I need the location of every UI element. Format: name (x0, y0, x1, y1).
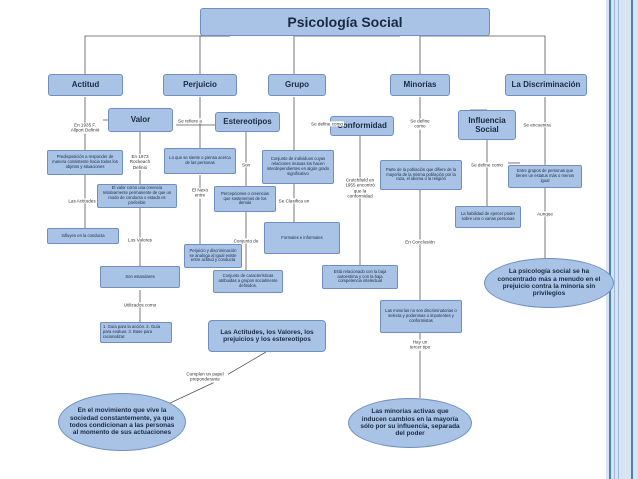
node-valor: Valor (108, 108, 173, 132)
box-lo-que-se-siente: Lo que se siente o piensa acerca de las … (164, 148, 236, 174)
box-percepciones: Percepciones o creencias que sostenemos … (214, 186, 276, 212)
label-son: Son (240, 162, 252, 168)
label-los-valores: Los Valores (127, 237, 153, 243)
node-perjuicio: Perjuicio (163, 74, 237, 96)
label-conjunto-de: Conjunto de (232, 238, 260, 244)
label-las-actitudes: Las Actitudes (67, 198, 97, 204)
label-se-define-como-grupo: Se define como (310, 121, 344, 127)
node-la-discriminacion: La Discriminación (505, 74, 587, 96)
box-entre-grupos: Entre grupos de personas que tienen un e… (508, 165, 582, 188)
box-perjuicio-discriminacion: Perjuicio y discriminación se analoga al… (184, 244, 242, 268)
label-utilizados-como: Utilizados como (122, 302, 158, 308)
node-actitud: Actitud (48, 74, 123, 96)
box-influyen-conducta: Influyen en la conducta (47, 228, 119, 244)
label-se-refiere-a: Se refiere a (177, 118, 203, 124)
label-rokeach: En 1973 Rockeach Definió (124, 154, 156, 170)
box-conjunto-caracteristicas: Conjunto de características atribuidas a… (213, 270, 283, 293)
label-se-encuentra: Se encuentra (522, 122, 552, 128)
slide-stripe-line-1 (609, 0, 611, 479)
node-actitudes-valores: Las Actitudes, los Valores, los prejuici… (208, 320, 326, 352)
node-influencia-social: Influencia Social (458, 110, 516, 140)
slide-stripe-line-3 (618, 0, 619, 479)
slide-stripe-line-2 (614, 0, 615, 479)
page-title: Psicología Social (200, 8, 490, 36)
label-crutchfield: Crutchfield en 1955 encontró que la conf… (341, 177, 379, 199)
box-valor-definicion: El valor como una creencia relativamente… (97, 184, 177, 208)
node-estereotipos: Estereotipos (215, 112, 280, 132)
label-aunque: Aunque (536, 211, 554, 217)
node-grupo: Grupo (268, 74, 326, 96)
box-parte-poblacion: Parte de la población que difiere de la … (380, 160, 462, 190)
label-allport: En 1935 F. Allport Definió (69, 122, 101, 134)
ellipse-movimiento-sociedad: En el movimiento que vive la sociedad co… (58, 393, 186, 451)
label-cumplen-papel: Cumplen un papel preponderante (182, 371, 228, 383)
label-se-define-como-minorias: Se define como (407, 118, 433, 130)
box-estar-relacionado: Está relacionado con la baja autoestima … (322, 265, 398, 289)
box-formales-informales: Formales e informales (264, 222, 340, 254)
slide-stripe-line-4 (631, 0, 633, 479)
ellipse-psicologia-concentrado: La psicología social se ha concentrado m… (484, 258, 614, 308)
node-minorias: Minorías (390, 74, 450, 96)
label-en-conclusion: En Conclusión (404, 239, 436, 245)
box-conjunto-individuos: Conjunto de individuos cuyas relaciones … (262, 150, 334, 184)
box-guias: 1. Guía para la acción. 2. Guía para eva… (100, 322, 172, 343)
box-predisposicion: Predisposición a responder de manera con… (47, 150, 123, 175)
box-habilidad-poder: La habilidad de ejercer poder sobre uno … (455, 206, 521, 228)
label-se-clasifica-en: Se Clasifica en (277, 198, 311, 204)
label-el-nexo: El Nexo entre (188, 187, 212, 199)
box-son-estandares: Son estandares (100, 266, 180, 288)
box-minorias-no-son: Las minorías no son discriminatorias o s… (380, 300, 462, 333)
ellipse-minorias-activas: Las minorías activas que inducen cambios… (348, 398, 472, 448)
node-conformidad: Conformidad (330, 116, 394, 136)
label-se-define-como-influencia: Se define como (470, 162, 504, 168)
label-hay-un-tercer: Hay un tercer tipo (406, 339, 434, 351)
